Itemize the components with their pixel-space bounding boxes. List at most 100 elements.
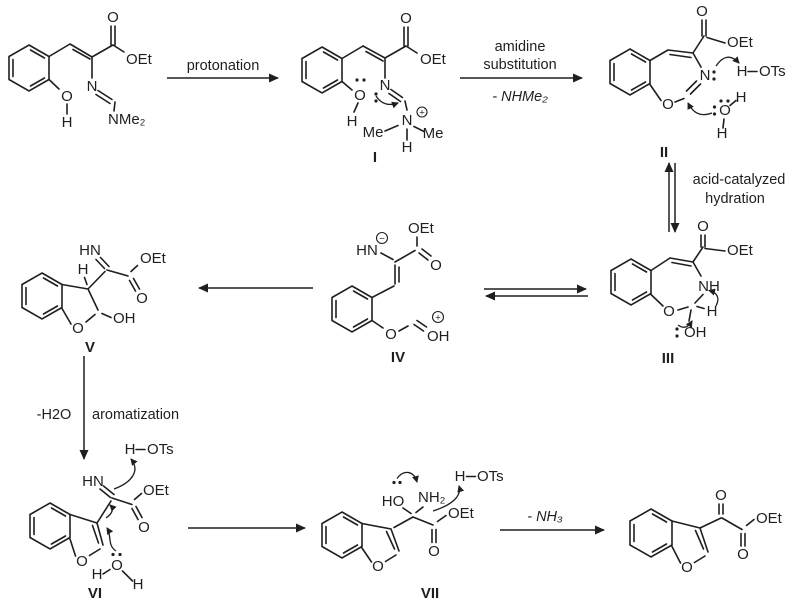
- water-o-label: O: [111, 557, 123, 574]
- ester-oet-label: OEt: [756, 510, 783, 527]
- curved-arrow: [396, 471, 419, 483]
- structure-ii: O OEt N O H OTs O H H II: [609, 3, 786, 161]
- equilibrium-iv-iii: [484, 284, 588, 301]
- positive-charge: +: [416, 106, 428, 119]
- imine-hn-label: HN: [82, 473, 104, 490]
- positive-charge: +: [431, 310, 445, 324]
- ammonium-n-label: N: [402, 112, 413, 129]
- aromatic-inner-bonds: [305, 51, 339, 89]
- phenol-h-label: H: [62, 114, 73, 131]
- ester-o-label: O: [428, 543, 440, 560]
- svg-text:+: +: [419, 108, 425, 119]
- reaction-label-protonation: protonation: [187, 58, 260, 74]
- arrow-amidine-substitution: amidine substitution - NHMe₂: [460, 39, 583, 105]
- benzene-ring: [301, 46, 343, 94]
- carbonyl-o-label: O: [400, 10, 412, 27]
- aromatic-inner-bonds: [613, 53, 647, 91]
- curved-arrow: [687, 102, 713, 116]
- byproduct-label: -H2O: [37, 407, 72, 423]
- structure-vii: H OTs HO NH₂ OEt O O VII: [321, 468, 504, 602]
- negative-charge: −: [375, 231, 389, 245]
- lone-pairs: [355, 78, 378, 103]
- ester-o-label: O: [430, 257, 442, 274]
- curved-arrow: [113, 458, 138, 490]
- carbonyl-o-label: O: [696, 3, 708, 20]
- aryl-o-label: O: [385, 326, 397, 343]
- curved-arrow: [677, 320, 693, 328]
- ester-oet-label: OEt: [420, 51, 447, 68]
- lone-pairs: [111, 552, 122, 557]
- hydroxyl-ho-label: HO: [382, 493, 405, 510]
- step-label-vi: VI: [88, 585, 102, 602]
- hydroxyl-label: OH: [684, 324, 707, 341]
- water-o-label: O: [719, 102, 731, 119]
- ring-o-label: O: [72, 320, 84, 337]
- structure-final: O O OEt O: [629, 487, 783, 576]
- benzene-ring: [629, 508, 673, 558]
- reaction-label-aromatization: aromatization: [92, 407, 179, 423]
- bonds: [371, 236, 432, 332]
- bonds: [649, 19, 758, 129]
- step-label-iv: IV: [391, 349, 405, 366]
- structure-i: + O OEt N O H Me N Me H I: [301, 10, 447, 166]
- water-h-label: H: [717, 125, 728, 142]
- byproduct-label: - NHMe₂: [492, 89, 548, 105]
- ring-o-label: O: [663, 303, 675, 320]
- ester-oet-label: OEt: [408, 220, 435, 237]
- structure-iii: O OEt NH H O OH III: [610, 218, 754, 367]
- curved-arrow: [432, 485, 465, 512]
- benzene-ring: [609, 48, 651, 96]
- svg-text:−: −: [379, 234, 385, 245]
- ots-label: OTs: [147, 441, 174, 458]
- ester-oet-label: OEt: [140, 250, 167, 267]
- bonds: [69, 448, 146, 582]
- step-label-iii: III: [662, 350, 675, 367]
- structure-iv: − + OEt HN O O OH IV: [331, 220, 450, 366]
- ester-oet-label: OEt: [727, 242, 754, 259]
- c3-h-label: H: [78, 261, 89, 278]
- reaction-label-line2: hydration: [705, 191, 765, 207]
- keto-o-label: O: [715, 487, 727, 504]
- curved-arrow: [106, 527, 117, 552]
- aromatic-inner-bonds: [614, 263, 648, 301]
- bonds: [48, 25, 125, 115]
- oxocarbenium-oh-label: OH: [427, 328, 450, 345]
- amidine-n-label: N: [380, 77, 391, 94]
- arrow-aromatization: -H2O aromatization: [37, 356, 179, 460]
- tosic-h-label: H: [455, 468, 466, 485]
- reaction-label-line2: substitution: [483, 57, 556, 73]
- arrow-protonation: protonation: [167, 58, 279, 83]
- structure-v: HN H OEt O O OH V: [21, 242, 167, 356]
- ester-o-label: O: [136, 290, 148, 307]
- hydroxyl-label: OH: [113, 310, 136, 327]
- ester-o-label: O: [737, 546, 749, 563]
- imine-hn-label: HN: [356, 242, 378, 259]
- curved-arrow: [375, 95, 399, 109]
- lone-pairs: [675, 327, 679, 338]
- bonds: [671, 503, 755, 564]
- curved-arrow: [708, 288, 719, 307]
- tosic-h-label: H: [737, 63, 748, 80]
- step-label-ii: II: [660, 144, 668, 161]
- tosic-h-label: H: [125, 441, 136, 458]
- amine-nh2-label: NH₂: [418, 489, 446, 506]
- bonds: [361, 475, 477, 563]
- water-h-label: H: [133, 576, 144, 593]
- ester-oet-label: OEt: [126, 51, 153, 68]
- aromatic-inner-bonds: [335, 290, 369, 328]
- bonds: [341, 26, 425, 141]
- n-h-label: H: [402, 139, 413, 156]
- benzene-ring: [610, 258, 652, 306]
- methyl-label: Me: [363, 124, 384, 141]
- benzene-ring: [8, 44, 50, 92]
- step-label-i: I: [373, 149, 377, 166]
- ring-o-label: O: [662, 96, 674, 113]
- c2-h-label: H: [707, 303, 718, 320]
- step-label-v: V: [85, 339, 95, 356]
- svg-text:+: +: [435, 313, 441, 324]
- aromatic-inner-bonds: [25, 277, 59, 315]
- carbonyl-o-label: O: [697, 218, 709, 235]
- curved-arrow: [715, 56, 740, 67]
- ester-oet-label: OEt: [143, 482, 170, 499]
